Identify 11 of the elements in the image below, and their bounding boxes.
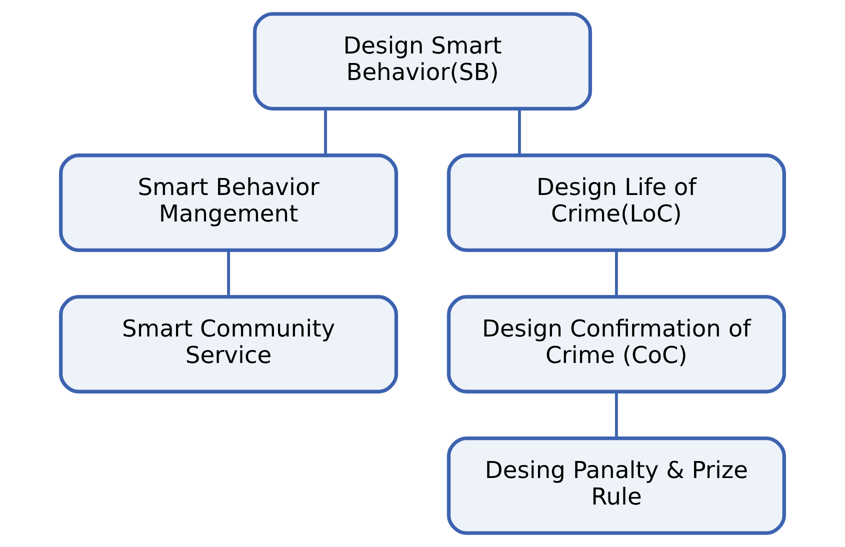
node-box: Smart Behavior Mangement: [59, 154, 398, 252]
node-box: Desing Panalty & Prize Rule: [446, 436, 786, 535]
node-box: Smart Community Service: [59, 295, 398, 394]
node-box: Design Life of Crime(LoC): [446, 154, 786, 252]
connector: [324, 108, 327, 156]
connector: [615, 392, 618, 438]
node-box: Design Smart Behavior(SB): [252, 12, 592, 111]
connector: [615, 250, 618, 297]
connector: [227, 250, 230, 297]
node-box: Design Confirmation of Crime (CoC): [446, 295, 786, 394]
connector: [518, 108, 521, 156]
